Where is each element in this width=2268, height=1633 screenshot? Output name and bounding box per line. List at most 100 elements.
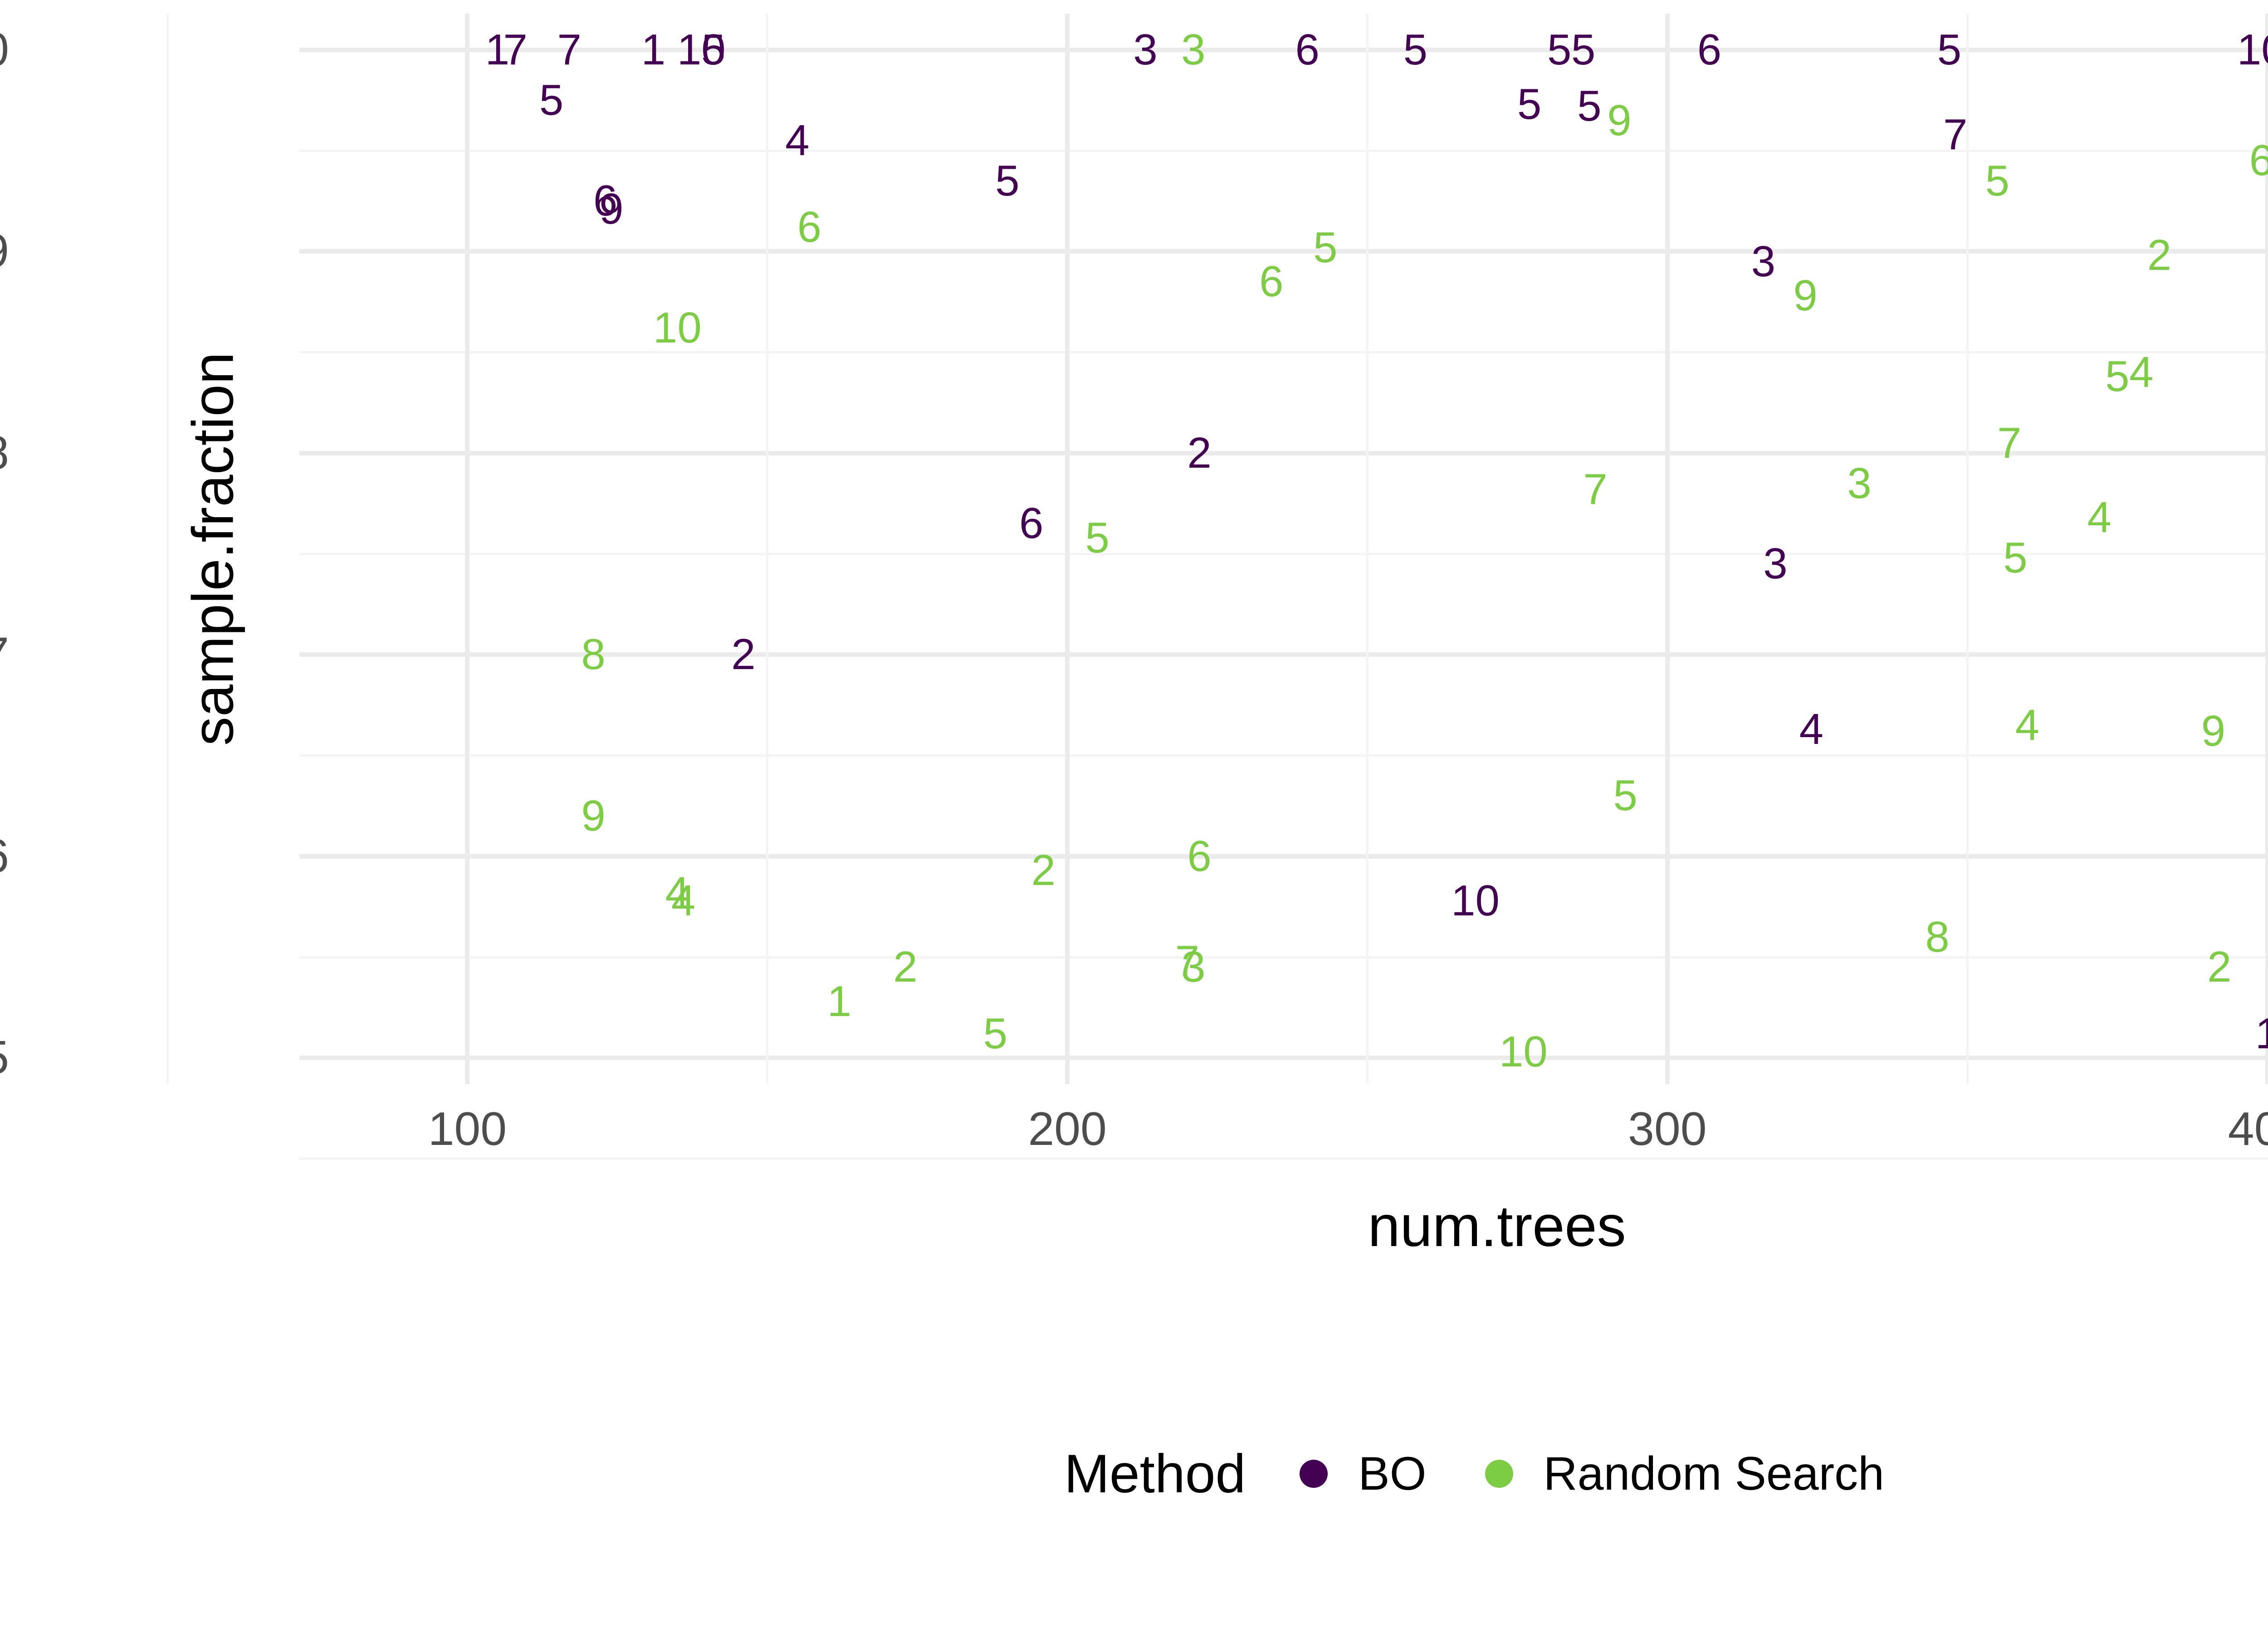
data-point-label: 5: [1517, 80, 1542, 128]
gridline-vertical-major: [465, 14, 470, 1084]
x-axis-tick-label: 200: [1028, 1103, 1107, 1155]
data-point-label: 5: [1547, 25, 1572, 74]
data-point-label: 4: [2129, 348, 2154, 397]
data-point-label: 9: [2201, 707, 2226, 756]
data-point-label: 9: [1607, 96, 1632, 145]
data-point-label: 3: [1751, 237, 1776, 286]
data-point-label: 6: [1019, 499, 1044, 548]
gridline-horizontal-major: [299, 450, 2268, 455]
data-point-label: 8: [1925, 912, 1950, 961]
y-axis-tick-label: 0.6: [0, 829, 9, 883]
plot-panel: 1775110569456223655555633104571055157181…: [166, 14, 2268, 1160]
data-point-label: 5: [983, 1009, 1008, 1058]
y-axis-tick-label: 0.9: [0, 225, 9, 279]
y-axis-tick-label: 0.7: [0, 628, 9, 682]
y-axis-tick-label: 1.0: [0, 23, 9, 77]
data-point-label: 7: [503, 25, 528, 74]
legend-item-label: Random Search: [1543, 1447, 1885, 1500]
data-point-label: 1: [485, 25, 510, 74]
data-point-label: 5: [1937, 25, 1962, 74]
data-point-label: 6: [1295, 25, 1320, 74]
data-point-label: 10: [677, 25, 726, 74]
data-point-label: 5: [539, 76, 564, 125]
data-point-label: 9: [599, 185, 624, 234]
gridline-horizontal-major: [299, 48, 2268, 52]
data-point-label: 6: [1187, 831, 1212, 880]
gridline-vertical-major: [1065, 14, 1070, 1084]
data-point-label: 9: [1793, 271, 1818, 320]
data-point-label: 10: [653, 303, 702, 352]
data-point-label: 6: [593, 176, 618, 225]
gridline-horizontal-major: [299, 249, 2268, 254]
data-point-label: 7: [1175, 936, 1200, 985]
data-point-label: 7: [1997, 418, 2022, 467]
data-point-label: 2: [2147, 231, 2172, 280]
data-point-label: 3: [1763, 539, 1788, 588]
legend-item[interactable]: Random Search: [1472, 1447, 1885, 1501]
y-axis-tick-label: 0.8: [0, 426, 9, 480]
data-point-label: 5: [1571, 25, 1596, 74]
legend-title: Method: [1064, 1443, 1246, 1504]
data-point-label: 4: [671, 876, 696, 925]
data-point-label: 2: [2207, 943, 2232, 992]
data-point-label: 6: [797, 203, 822, 252]
y-axis-title: sample.fraction: [181, 352, 246, 746]
data-point-label: 4: [1799, 704, 1823, 753]
gridline-horizontal-minor: [299, 1157, 2268, 1160]
data-point-label: 5: [995, 156, 1020, 205]
data-point-label: 2: [1031, 846, 1056, 895]
gridline-horizontal-minor: [299, 552, 2268, 555]
data-point-label: 1: [827, 977, 852, 1026]
x-axis-tick-label: 300: [1628, 1103, 1707, 1155]
data-point-label: 5: [1313, 223, 1338, 272]
x-axis-tick-label: 100: [428, 1103, 507, 1155]
legend-items: BO Random Search: [1286, 1447, 1930, 1501]
data-point-label: 3: [1133, 25, 1158, 74]
data-point-label: 5: [2003, 533, 2028, 582]
data-point-label: 4: [2087, 493, 2112, 542]
gridline-vertical-major: [1665, 14, 1670, 1084]
data-point-label: 7: [557, 25, 582, 74]
data-point-label: 5: [1985, 156, 2010, 205]
data-point-label: 2: [731, 630, 756, 679]
gridline-vertical-major: [2265, 14, 2268, 1084]
data-point-label: 8: [581, 630, 606, 679]
data-point-label: 3: [1847, 459, 1872, 508]
x-axis-tick-label: 400: [2228, 1103, 2268, 1155]
data-point-label: 2: [1187, 428, 1212, 477]
legend-item[interactable]: BO: [1286, 1447, 1427, 1501]
gridline-vertical-minor: [1366, 14, 1369, 1084]
data-point-label: 10: [1499, 1027, 1548, 1076]
y-axis-tick-label: 0.5: [0, 1031, 9, 1085]
data-point-label: 4: [2015, 700, 2040, 749]
data-point-label: 7: [1583, 464, 1608, 513]
gridline-horizontal-minor: [299, 754, 2268, 757]
data-point-label: 2: [893, 943, 918, 992]
legend-circle-icon: [1286, 1447, 1341, 1501]
gridline-horizontal-minor: [299, 351, 2268, 354]
x-axis-title: num.trees: [1368, 1194, 1626, 1259]
data-point-label: 10: [1451, 876, 1500, 925]
data-point-label: 5: [1085, 513, 1110, 562]
data-point-label: 3: [1181, 943, 1206, 992]
data-point-label: 6: [1697, 25, 1722, 74]
legend-item-label: BO: [1358, 1447, 1427, 1500]
data-point-label: 1: [641, 25, 666, 74]
gridline-horizontal-major: [299, 854, 2268, 859]
gridline-horizontal-major: [299, 652, 2268, 657]
gridline-vertical-minor: [1966, 14, 1969, 1084]
data-point-label: 10: [2237, 25, 2268, 74]
gridline-horizontal-minor: [299, 149, 2268, 152]
data-point-label: 6: [1259, 257, 1284, 306]
data-point-label: 5: [701, 25, 726, 74]
data-point-label: 5: [1613, 771, 1637, 820]
data-point-label: 1: [2255, 1009, 2268, 1058]
data-point-label: 3: [1181, 25, 1206, 74]
data-point-label: 5: [1577, 82, 1602, 131]
data-point-label: 5: [1403, 25, 1427, 74]
data-point-label: 7: [1943, 110, 1968, 159]
gridline-horizontal-major: [299, 1056, 2268, 1061]
data-point-label: 5: [2105, 352, 2130, 401]
data-point-label: 6: [2249, 136, 2268, 185]
